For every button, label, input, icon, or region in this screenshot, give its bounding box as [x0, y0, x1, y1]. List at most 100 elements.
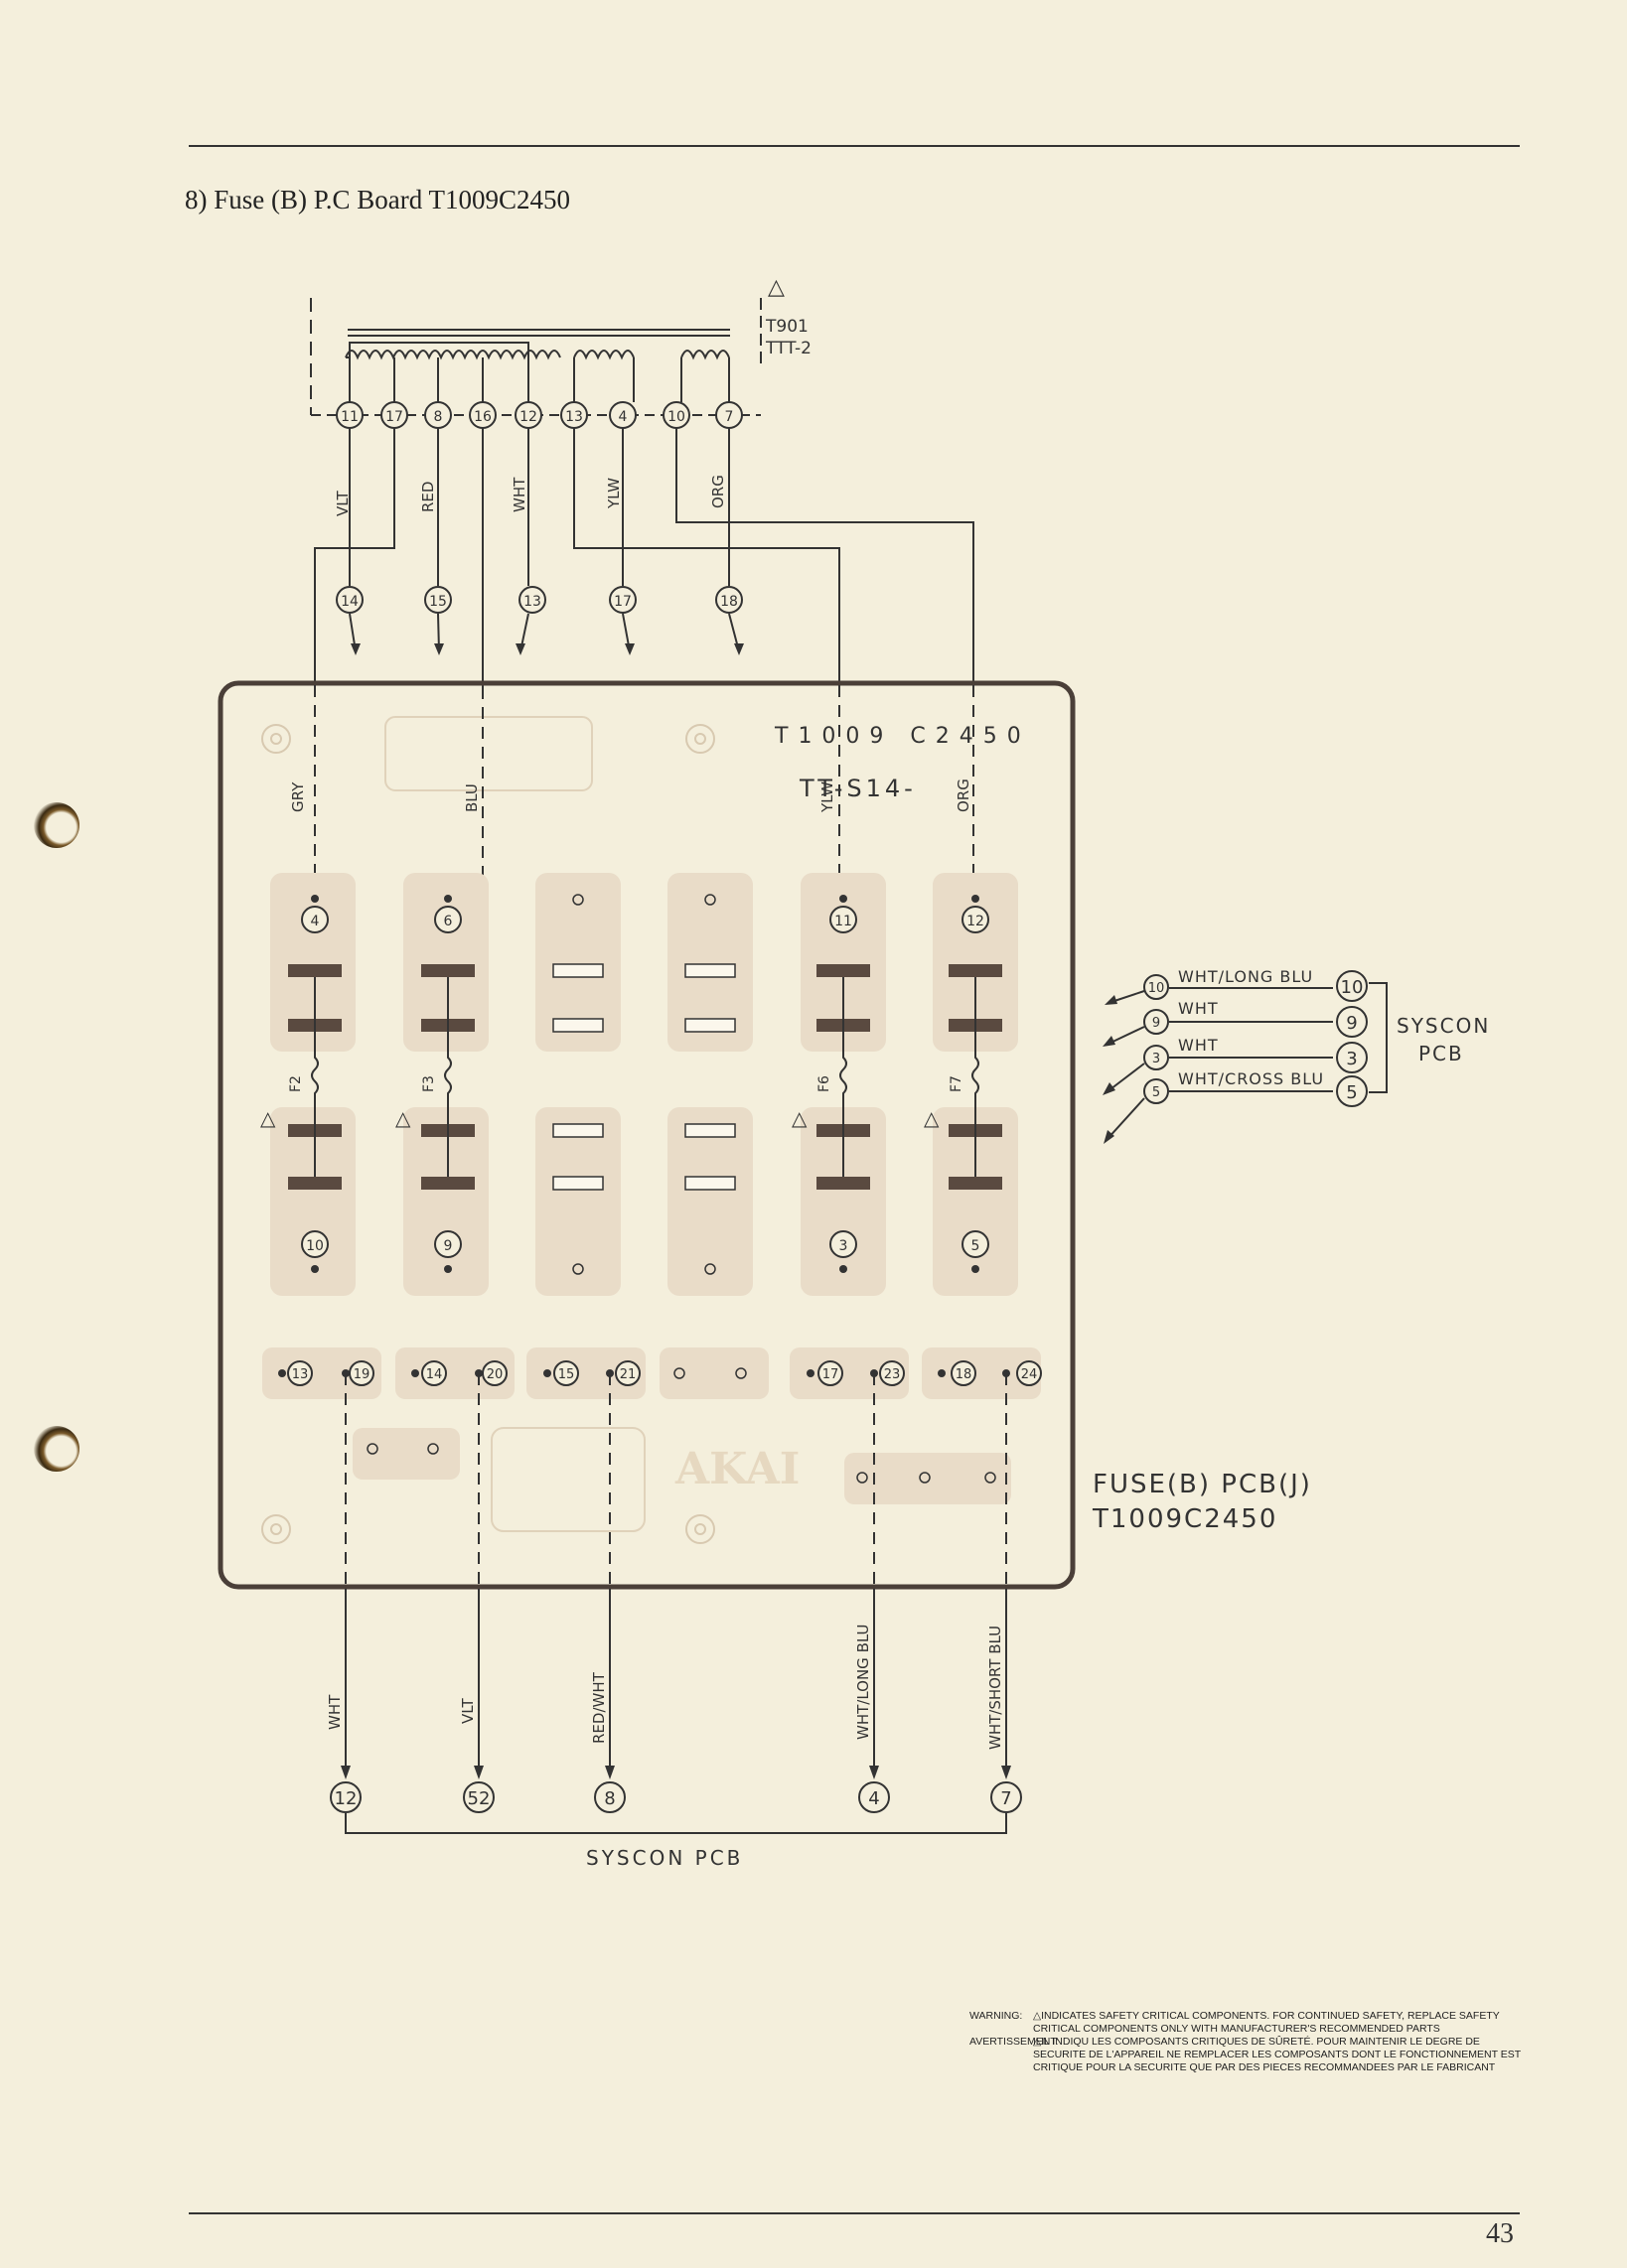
svg-text:10: 10 — [1341, 977, 1364, 998]
warning-triangle-icon: △ — [1033, 2036, 1042, 2048]
fuse-pads-lower — [270, 1107, 1018, 1296]
svg-text:9: 9 — [1346, 1013, 1357, 1034]
side-connector-pin: 9 — [1336, 1006, 1368, 1038]
connector-pin: 23 — [879, 1360, 905, 1386]
bottom-wire-destination: 52 — [463, 1781, 495, 1813]
fuse-terminal: 6 — [434, 906, 462, 933]
warning-en: WARNING: △INDICATES SAFETY CRITICAL COMP… — [969, 2010, 1526, 2036]
svg-text:14: 14 — [341, 594, 359, 610]
svg-text:16: 16 — [474, 409, 492, 425]
fuse-ref: F3 — [421, 1075, 437, 1092]
svg-text:6: 6 — [444, 914, 453, 929]
bottom-wire-destination: 12 — [330, 1781, 362, 1813]
bottom-wire-destination: 7 — [990, 1781, 1022, 1813]
warning-triangle-icon: △ — [768, 275, 785, 300]
transformer-terminal: 8 — [424, 401, 452, 429]
transformer-t901 — [310, 298, 762, 416]
pad-holes-empty — [572, 894, 716, 1275]
svg-text:5: 5 — [1152, 1085, 1160, 1100]
warning-fr: AVERTISSEMENT: △IL INDIQU LES COMPOSANTS… — [969, 2036, 1526, 2074]
board-label-line1: FUSE(B) PCB(J) — [1093, 1470, 1312, 1499]
transformer-terminal: 13 — [560, 401, 588, 429]
svg-text:18: 18 — [720, 594, 738, 610]
svg-text:5: 5 — [1346, 1082, 1357, 1103]
svg-text:3: 3 — [839, 1238, 848, 1254]
pcb-silkscreen-box — [491, 1427, 646, 1532]
side-connector-wire-label: WHT/CROSS BLU — [1178, 1069, 1324, 1088]
fuse-terminal: 12 — [961, 906, 989, 933]
connector-pin: 21 — [615, 1360, 641, 1386]
top-wire-destination: 13 — [518, 586, 546, 614]
fuse-terminal: 4 — [301, 906, 329, 933]
svg-text:14: 14 — [426, 1367, 443, 1382]
bottom-wire-arrowheads — [341, 1766, 1011, 1779]
connector-pin: 20 — [482, 1360, 508, 1386]
svg-text:4: 4 — [868, 1788, 879, 1809]
svg-text:52: 52 — [468, 1788, 491, 1809]
svg-text:24: 24 — [1021, 1367, 1038, 1382]
connector-pin: 18 — [951, 1360, 976, 1386]
top-wire-label: YLW — [605, 478, 623, 509]
svg-text:23: 23 — [884, 1367, 901, 1382]
transformer-terminal: 16 — [469, 401, 497, 429]
svg-text:10: 10 — [667, 409, 685, 425]
bottom-wire-label: RED/WHT — [590, 1671, 608, 1744]
side-connector-pin: 9 — [1143, 1009, 1169, 1035]
fuse-clips — [288, 964, 1002, 1190]
connector-pin: 17 — [817, 1360, 843, 1386]
svg-text:11: 11 — [341, 409, 359, 425]
transformer-terminal: 4 — [609, 401, 637, 429]
fuse-ref: F7 — [949, 1075, 964, 1092]
side-connector-pin: 5 — [1143, 1078, 1169, 1104]
side-connector-pin: 3 — [1143, 1045, 1169, 1070]
warning-triangle-icon: △ — [395, 1106, 411, 1130]
transformer-terminal: 17 — [380, 401, 408, 429]
side-connector-title: PCB — [1418, 1042, 1464, 1065]
svg-text:9: 9 — [1152, 1016, 1160, 1031]
side-connector-wires — [1106, 982, 1388, 1141]
bottom-wire-dashed — [345, 1373, 1007, 1589]
top-wire-lines — [314, 428, 974, 687]
transformer-terminal: 10 — [663, 401, 690, 429]
pcb-silkscreen-box — [384, 716, 593, 791]
top-wire-label: WHT — [511, 477, 528, 512]
side-connector-arrowheads — [1103, 995, 1117, 1144]
warning-text: INDICATES SAFETY CRITICAL COMPONENTS. FO… — [1033, 2010, 1500, 2035]
svg-text:10: 10 — [306, 1238, 324, 1254]
punch-hole-bottom — [34, 1426, 79, 1472]
warning-triangle-icon: △ — [260, 1106, 276, 1130]
svg-text:5: 5 — [971, 1238, 980, 1254]
svg-text:13: 13 — [565, 409, 583, 425]
warning-label: WARNING: — [969, 2010, 1023, 2022]
svg-text:18: 18 — [956, 1367, 972, 1382]
side-connector-wire-label: WHT — [1178, 999, 1219, 1018]
top-wire-label: VLT — [334, 490, 352, 516]
top-wire-destination: 15 — [424, 586, 452, 614]
fuse-ref: F2 — [288, 1075, 304, 1092]
pcb-mounting-holes — [261, 724, 715, 1544]
connector-pin: 14 — [421, 1360, 447, 1386]
svg-text:15: 15 — [429, 594, 447, 610]
svg-text:12: 12 — [966, 914, 984, 929]
connector-pin: 15 — [553, 1360, 579, 1386]
svg-text:13: 13 — [523, 594, 541, 610]
svg-text:7: 7 — [1000, 1788, 1011, 1809]
warning-triangle-icon: △ — [792, 1106, 808, 1130]
connector-pin: 13 — [287, 1360, 313, 1386]
connector-pin: 24 — [1016, 1360, 1042, 1386]
transformer-ref: T901 — [765, 317, 809, 337]
svg-text:7: 7 — [725, 409, 734, 425]
connector-pin: 19 — [349, 1360, 374, 1386]
top-wire-arrowheads — [351, 643, 744, 655]
transformer-terminal: 11 — [336, 401, 364, 429]
side-connector-pin: 10 — [1143, 974, 1169, 1000]
side-connector-pin: 10 — [1336, 970, 1368, 1002]
svg-text:8: 8 — [604, 1788, 615, 1809]
bottom-wire-label: WHT/SHORT BLU — [986, 1626, 1004, 1750]
connector-holes-empty — [367, 1367, 996, 1484]
side-connector-pin: 3 — [1336, 1042, 1368, 1073]
svg-text:10: 10 — [1148, 981, 1165, 996]
transformer-terminal: 12 — [515, 401, 542, 429]
